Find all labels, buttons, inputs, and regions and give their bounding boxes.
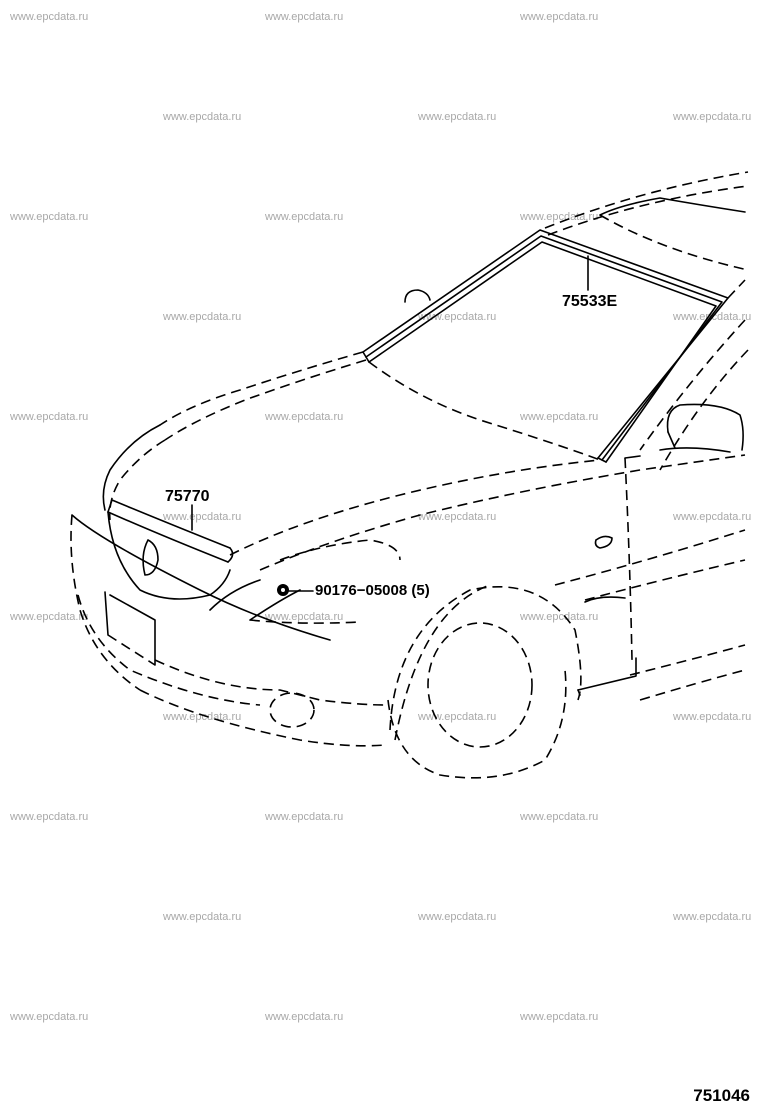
watermark-text: www.epcdata.ru: [418, 711, 497, 723]
front-wheel: [387, 584, 582, 779]
watermark-text: www.epcdata.ru: [10, 211, 89, 223]
watermark-text: www.epcdata.ru: [163, 711, 242, 723]
watermark-text: www.epcdata.ru: [418, 911, 497, 923]
watermark-text: www.epcdata.ru: [265, 1011, 344, 1023]
watermark-text: www.epcdata.ru: [673, 111, 752, 123]
watermark-text: www.epcdata.ru: [265, 11, 344, 23]
watermark-text: www.epcdata.ru: [520, 411, 599, 423]
watermark-text: www.epcdata.ru: [418, 511, 497, 523]
watermark-text: www.epcdata.ru: [10, 411, 89, 423]
windshield-molding: [362, 229, 729, 463]
callout-75770[interactable]: 75770: [165, 488, 210, 505]
watermark-text: www.epcdata.ru: [520, 1011, 599, 1023]
watermark-text: www.epcdata.ru: [10, 811, 89, 823]
watermark-text: www.epcdata.ru: [163, 311, 242, 323]
clip-symbol: [277, 584, 314, 596]
callout-75533E[interactable]: 75533E: [562, 293, 618, 310]
watermark-text: www.epcdata.ru: [418, 111, 497, 123]
watermark-text: www.epcdata.ru: [520, 211, 599, 223]
roof-outline: [544, 171, 749, 271]
watermark-text: www.epcdata.ru: [520, 11, 599, 23]
watermark-text: www.epcdata.ru: [265, 611, 344, 623]
watermark-text: www.epcdata.ru: [520, 611, 599, 623]
license-plate: [104, 591, 156, 666]
watermark-text: www.epcdata.ru: [163, 511, 242, 523]
watermark-text: www.epcdata.ru: [673, 511, 752, 523]
watermark-text: www.epcdata.ru: [10, 611, 89, 623]
watermark-text: www.epcdata.ru: [265, 411, 344, 423]
watermark-text: www.epcdata.ru: [10, 11, 89, 23]
callout-90176-05008[interactable]: 90176−05008 (5): [315, 582, 430, 599]
watermark-text: www.epcdata.ru: [163, 911, 242, 923]
hood-molding: [107, 499, 234, 563]
diagram-number: 751046: [693, 1086, 750, 1105]
watermark-text: www.epcdata.ru: [265, 811, 344, 823]
side-mirror: [659, 403, 744, 453]
watermark-text: www.epcdata.ru: [520, 811, 599, 823]
watermark-text: www.epcdata.ru: [10, 1011, 89, 1023]
watermark-text: www.epcdata.ru: [673, 911, 752, 923]
watermark-text: www.epcdata.ru: [163, 111, 242, 123]
watermark-text: www.epcdata.ru: [673, 711, 752, 723]
watermark-text: www.epcdata.ru: [265, 211, 344, 223]
